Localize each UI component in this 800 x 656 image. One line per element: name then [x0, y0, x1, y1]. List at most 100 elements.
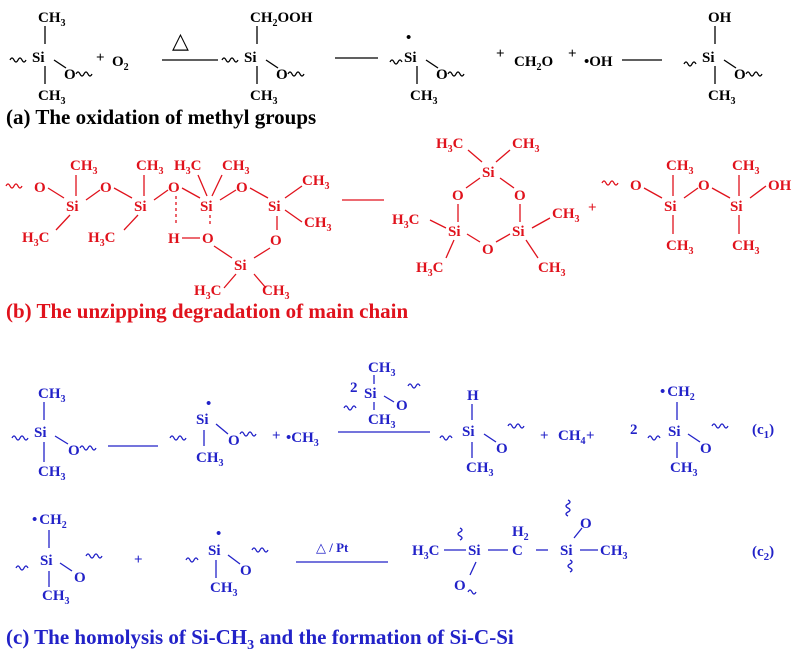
- svg-text:O: O: [514, 188, 526, 204]
- svg-text:Si: Si: [448, 224, 461, 240]
- dimethylsiloxane-unit: CH3 Si O CH3: [9, 10, 93, 107]
- svg-text:CH2O: CH2O: [514, 54, 553, 73]
- si-c-si-product: H3C Si O H2 C Si O CH3: [412, 499, 628, 595]
- methylene-radical: •CH2 Si O CH3: [647, 384, 729, 479]
- svg-text:+: +: [588, 200, 597, 216]
- wavy-bond: [287, 71, 305, 77]
- svg-text:CH3: CH3: [304, 215, 332, 234]
- svg-text:Si: Si: [244, 50, 257, 66]
- wavy-bond: [647, 435, 661, 441]
- wavy-bond: [169, 435, 187, 441]
- silyl-radical: • Si O CH3: [389, 30, 465, 107]
- caption-b: (b) The unzipping degradation of main ch…: [6, 299, 409, 323]
- wavy-bond: [389, 59, 403, 65]
- svg-text:CH3: CH3: [410, 88, 438, 107]
- wavy-bond: [567, 559, 573, 573]
- svg-text:Si: Si: [730, 199, 743, 215]
- svg-text:Si: Si: [40, 553, 53, 569]
- svg-text:O: O: [698, 178, 710, 194]
- svg-text:O: O: [734, 67, 746, 83]
- wavy-bond: [251, 547, 269, 553]
- svg-text:CH3: CH3: [222, 158, 250, 177]
- svg-text:H: H: [467, 388, 479, 404]
- svg-text:O2: O2: [112, 54, 129, 73]
- svg-text:+: +: [540, 428, 549, 444]
- section-b-unzipping: O Si CH3 H3C O Si CH3 H3C O Si H3C CH3 O…: [5, 136, 792, 323]
- wavy-bond: [75, 71, 93, 77]
- svg-text:CH3: CH3: [42, 588, 70, 607]
- svg-text:O: O: [276, 67, 288, 83]
- svg-text:O: O: [100, 180, 112, 196]
- wavy-bond: [447, 71, 465, 77]
- svg-text:+: +: [272, 428, 281, 444]
- svg-text:O: O: [68, 443, 80, 459]
- svg-text:CH3: CH3: [512, 136, 540, 155]
- svg-text:H: H: [168, 231, 180, 247]
- section-a-oxidation: CH3 Si O CH3 + O2 △ CH2OOH Si O CH3: [6, 10, 763, 129]
- wavy-bond: [711, 423, 729, 429]
- svg-text:Si: Si: [34, 425, 47, 441]
- svg-text:O: O: [482, 242, 494, 258]
- svg-text:O: O: [202, 231, 214, 247]
- svg-text:CH4: CH4: [558, 428, 586, 447]
- svg-text:CH3: CH3: [368, 360, 396, 379]
- caption-c: (c) The homolysis of Si-CH3 and the form…: [6, 625, 514, 653]
- wavy-bond: [467, 589, 477, 595]
- hydrosilane-product: H Si O CH3: [439, 388, 525, 479]
- svg-text:Si: Si: [32, 50, 45, 66]
- svg-text:CH3: CH3: [262, 283, 290, 302]
- wavy-bond: [683, 61, 697, 67]
- svg-text:•OH: •OH: [584, 54, 613, 70]
- svg-text:O: O: [630, 178, 642, 194]
- wavy-bond: [601, 180, 619, 186]
- svg-text:Si: Si: [482, 165, 495, 181]
- wavy-bond: [185, 557, 199, 563]
- svg-text:Si: Si: [268, 199, 281, 215]
- silyl-radical: • Si O CH3: [185, 526, 269, 599]
- svg-text:O: O: [270, 233, 282, 249]
- svg-text:Si: Si: [560, 543, 573, 559]
- svg-text:H2: H2: [512, 524, 529, 543]
- svg-text:CH3: CH3: [552, 206, 580, 225]
- svg-text:Si: Si: [196, 412, 209, 428]
- heat-symbol: △: [172, 28, 189, 53]
- methylene-radical: •CH2 Si O CH3: [15, 512, 103, 607]
- wavy-bond: [239, 431, 257, 437]
- svg-text:H3C: H3C: [194, 283, 222, 302]
- svg-text:•CH2: •CH2: [660, 384, 695, 403]
- svg-text:Si: Si: [668, 424, 681, 440]
- wavy-bond: [9, 57, 27, 63]
- wavy-bond: [5, 183, 23, 189]
- svg-text:•: •: [206, 396, 211, 412]
- cyclotrisiloxane-d3: H3C CH3 Si O O Si Si O H3C H3C CH3 CH3: [392, 136, 580, 279]
- svg-text:•: •: [406, 30, 411, 46]
- svg-text:O: O: [436, 67, 448, 83]
- wavy-bond: [407, 383, 421, 389]
- svg-text:+: +: [96, 50, 105, 66]
- wavy-bond: [11, 435, 29, 441]
- svg-text:CH3: CH3: [538, 260, 566, 279]
- svg-text:CH3: CH3: [70, 158, 98, 177]
- svg-text:Si: Si: [364, 386, 377, 402]
- hydroperoxide-siloxane: CH2OOH Si O CH3: [221, 10, 313, 107]
- svg-text:+: +: [586, 428, 595, 444]
- svg-text:O: O: [228, 433, 240, 449]
- svg-text:CH3: CH3: [732, 238, 760, 257]
- svg-text:CH3: CH3: [666, 238, 694, 257]
- svg-text:O: O: [240, 563, 252, 579]
- svg-text:O: O: [236, 180, 248, 196]
- svg-text:H3C: H3C: [412, 543, 440, 562]
- svg-text:CH3: CH3: [732, 158, 760, 177]
- svg-text:Si: Si: [468, 543, 481, 559]
- svg-text:CH3: CH3: [38, 88, 66, 107]
- wavy-bond: [745, 71, 763, 77]
- svg-text:CH3: CH3: [250, 88, 278, 107]
- silyl-radical: • Si O CH3: [169, 396, 257, 469]
- wavy-bond: [221, 57, 239, 63]
- svg-text:Si: Si: [404, 50, 417, 66]
- svg-text:O: O: [580, 516, 592, 532]
- svg-text:•: •: [216, 526, 221, 542]
- svg-text:CH2OOH: CH2OOH: [250, 10, 313, 29]
- svg-text:O: O: [454, 578, 466, 594]
